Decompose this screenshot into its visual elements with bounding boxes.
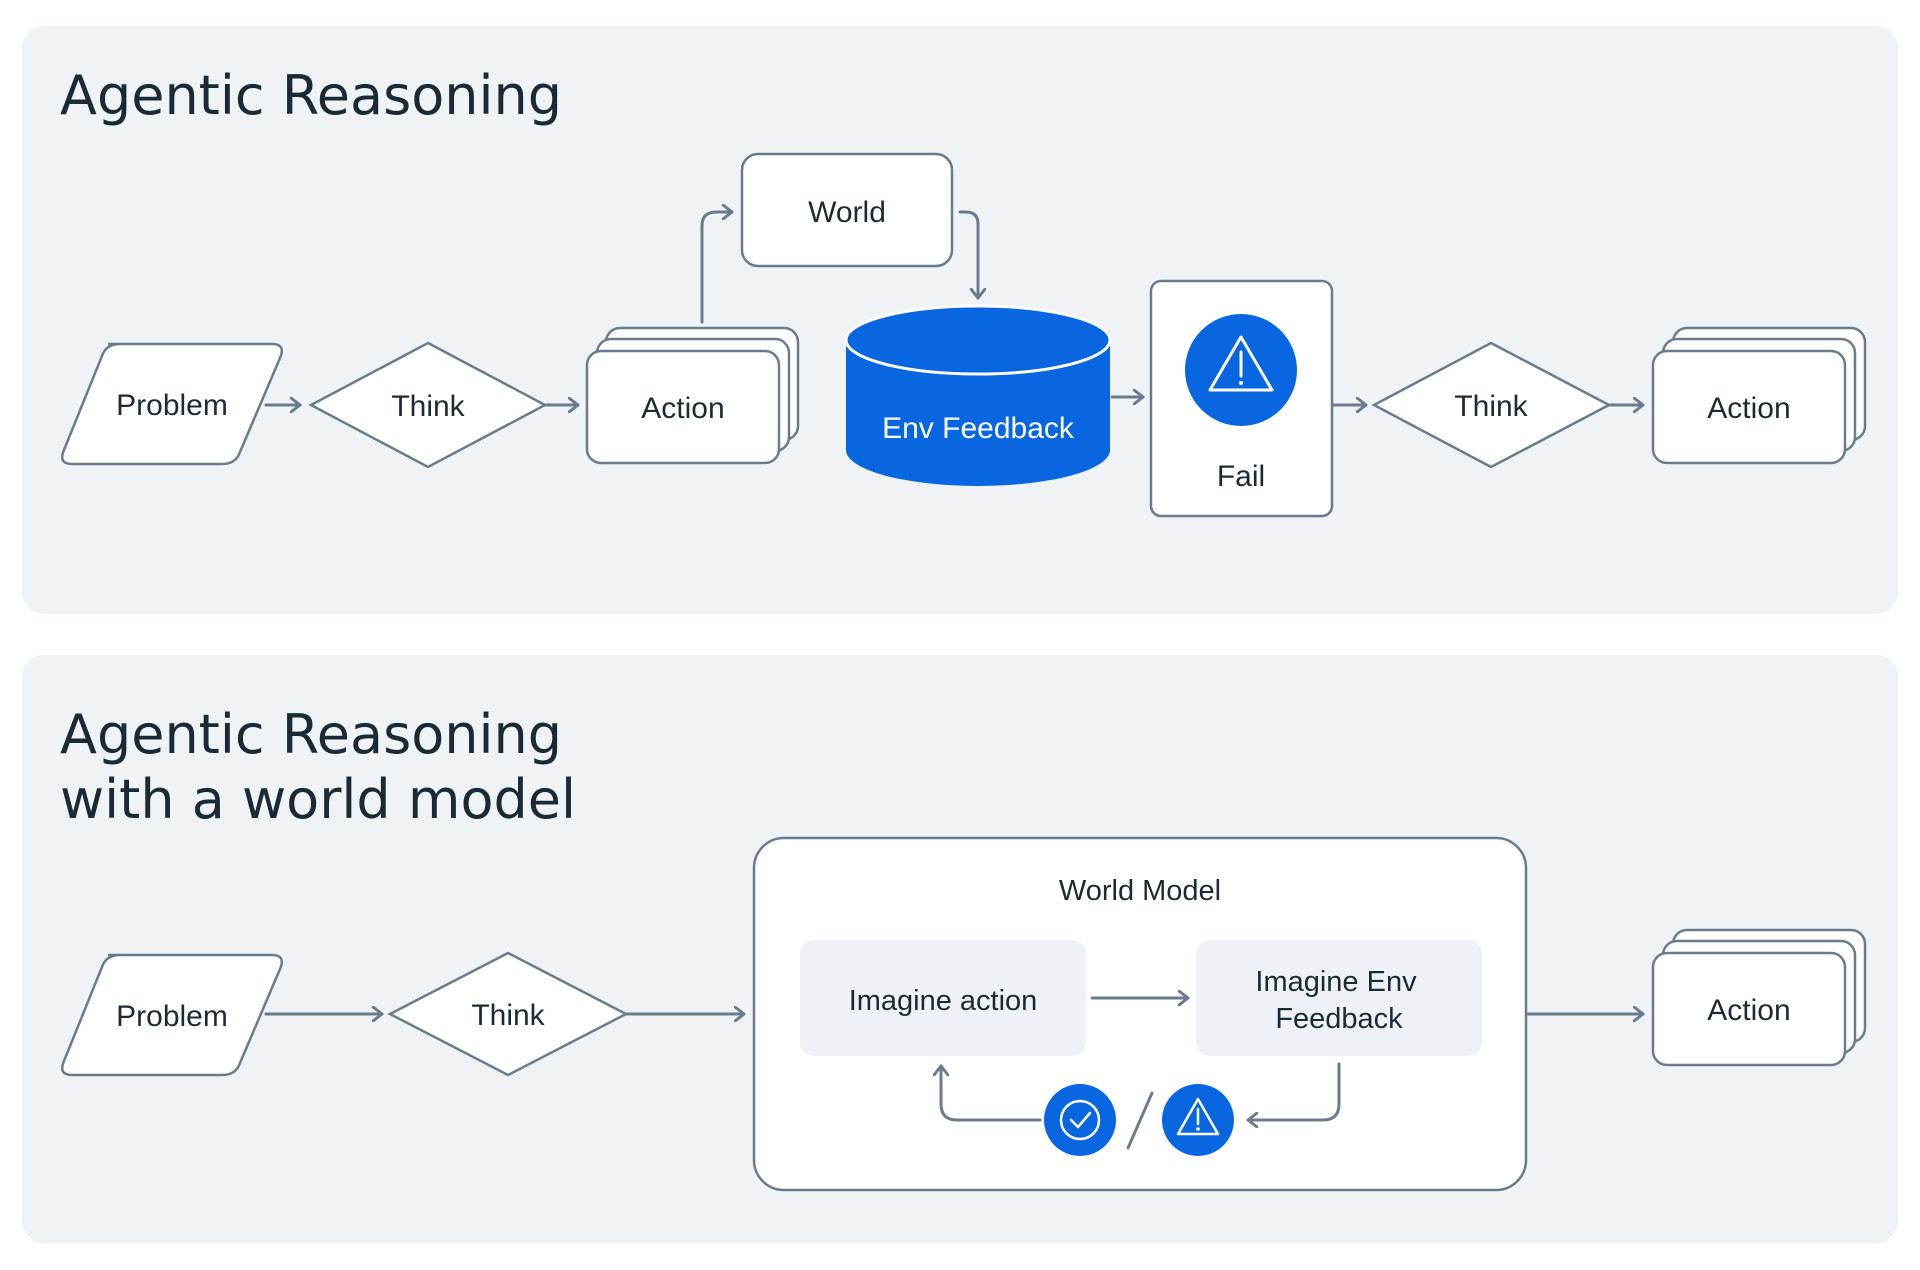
think-node-3: Think	[387, 951, 629, 1077]
think-label-1: Think	[391, 390, 465, 423]
world-model-label: World Model	[1059, 875, 1221, 907]
imagine-action-label: Imagine action	[849, 985, 1038, 1017]
action-node-1: Action	[585, 326, 800, 465]
fail-label: Fail	[1217, 460, 1265, 493]
imagine-action-box	[800, 940, 1086, 1056]
world-label: World	[808, 196, 886, 229]
think-node-1: Think	[308, 341, 548, 469]
think-label-2: Think	[1454, 390, 1528, 423]
warning-triangle-icon	[1162, 1084, 1234, 1156]
imagine-env-label-line1: Imagine Env	[1255, 966, 1417, 998]
world-node: World	[740, 152, 954, 268]
fail-node: Fail	[1149, 279, 1334, 518]
bottom-panel-title-line2: with a world model	[60, 768, 576, 831]
think-node-2: Think	[1371, 341, 1612, 469]
problem-node-2: Problem	[61, 953, 283, 1077]
action-label-1: Action	[641, 392, 724, 425]
check-circle-icon	[1044, 1084, 1116, 1156]
arrow-feedback-to-imagine-action	[941, 1064, 1042, 1122]
imagine-env-feedback-box	[1196, 940, 1482, 1056]
arrow-env-to-feedback-icons	[1246, 1062, 1341, 1120]
action-label-2: Action	[1707, 392, 1790, 425]
bottom-panel: Agentic Reasoning with a world model Pro…	[22, 655, 1898, 1243]
separator-slash	[1126, 1091, 1154, 1150]
env-feedback-node: Env Feedback	[844, 304, 1112, 486]
imagine-env-label-line2: Feedback	[1275, 1003, 1403, 1035]
arrow-action-to-world	[700, 212, 734, 324]
think-label-3: Think	[471, 999, 545, 1032]
env-feedback-label: Env Feedback	[882, 412, 1075, 445]
top-panel: Agentic Reasoning Problem Think Action W…	[22, 26, 1898, 614]
problem-node: Problem	[61, 342, 283, 466]
problem-label-2: Problem	[116, 1000, 228, 1033]
action-label-3: Action	[1707, 994, 1790, 1027]
bottom-panel-title-line1: Agentic Reasoning	[60, 703, 562, 766]
problem-label: Problem	[116, 389, 228, 422]
top-panel-title: Agentic Reasoning	[60, 64, 562, 127]
action-node-3: Action	[1651, 928, 1867, 1067]
arrow-world-to-env	[958, 210, 978, 300]
action-node-2: Action	[1651, 326, 1867, 465]
world-model-node: World Model Imagine action Imagine Env F…	[752, 836, 1528, 1192]
warning-triangle-icon	[1208, 335, 1274, 392]
